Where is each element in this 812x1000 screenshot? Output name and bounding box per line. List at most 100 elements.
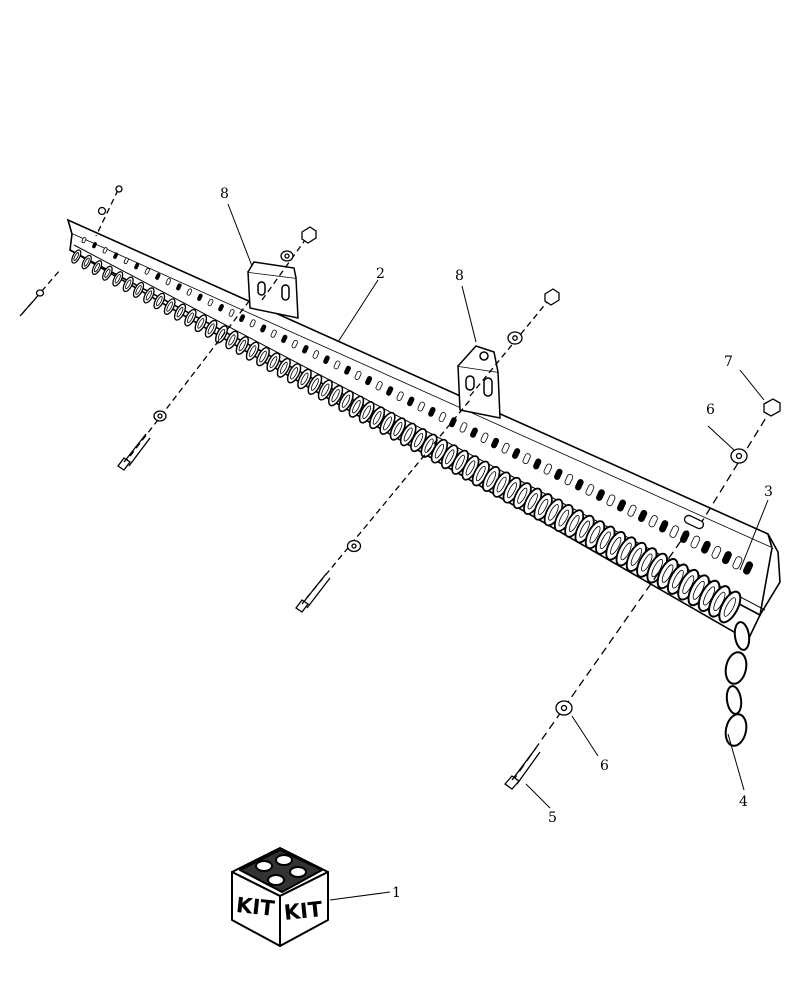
rail-slot [512,448,521,459]
callout-5: 5 [548,810,557,826]
rail-slot [197,293,203,301]
rail-slot [480,432,489,443]
chain-link-hole [475,465,486,482]
chain-link-hole [455,454,465,470]
rail-slot [396,391,404,401]
bolt-top-left [95,185,123,237]
bracket-right [457,345,501,419]
chain-link-hole [672,569,684,589]
rail-slot [81,237,87,244]
rail-slot [564,473,574,486]
leader-2 [337,279,379,343]
rail-slot [659,520,669,533]
rail-slot [616,499,627,512]
leader-7 [739,369,765,401]
callout-4: 4 [739,794,748,810]
rail-slot [638,509,648,522]
rail-slot [438,412,447,422]
rail-slot [270,329,277,338]
rail-slot [543,463,553,475]
callout-3: 3 [764,484,773,500]
rail-slot [281,334,288,344]
rail-slot [218,303,224,312]
rail-slot [176,283,182,291]
chain-link-hole [465,460,476,476]
chain-link-hole [599,531,611,549]
rail-slot [575,479,584,491]
rail-slot [207,298,214,307]
rail-slot [732,556,743,570]
chain-link-hole [279,361,288,374]
rail-slot [428,406,436,417]
rail-slot [228,309,235,317]
angle-rail [66,218,781,641]
callout-8-left: 8 [220,186,229,202]
bracket-left [247,261,299,319]
end-hanging-chain [724,621,751,747]
kit-label-right: KIT [283,897,324,925]
chain-link-hole [83,257,90,267]
end-chain-link [724,713,748,747]
chain-link-hole [558,509,570,527]
chain-link-hole [723,597,736,617]
chain-link-hole [651,559,663,578]
rail-slot [155,273,161,280]
callout-6-upper: 6 [706,402,715,418]
chain-link-hole [362,405,372,420]
chain-link-hole [630,547,643,566]
chain-link-hole [166,301,174,312]
chain-link-hole [207,323,215,335]
rail-slot [690,535,701,549]
rail-slot [606,494,616,507]
bolt-mid-left [19,269,61,317]
leader-1 [329,891,391,901]
rail-slots [81,237,754,575]
chain-link-hole [579,520,590,538]
rail-slot [700,540,711,554]
callout-labels: 1 2 3 4 5 6 6 7 8 8 [220,186,773,901]
rail-slot [627,504,637,517]
chain-link-hole [135,285,142,295]
chain-link-hole [589,526,601,544]
chain-link-hole [393,421,403,437]
rail-slot [102,247,108,254]
rail-slot [260,324,267,333]
chain-link-hole [176,306,184,318]
chain-link-hole [269,356,278,369]
bolt-bracket-right [295,399,471,613]
chain-link-hole [517,487,528,504]
chain-link-hole [383,416,392,431]
rail-slot [113,252,119,259]
rail-slot [417,401,426,412]
chain-link-hole [300,372,309,386]
chain-link-hole [537,498,549,516]
nut-right-end [697,398,781,529]
chain-link-hole [114,274,121,284]
rail-slot [365,376,373,386]
leader-6a [707,425,735,451]
chain-link-hole [568,515,580,532]
end-chain-link [733,621,751,651]
rail-slot [375,381,383,391]
chain-link-hole [506,482,518,499]
rail-slot [333,360,341,370]
chain-link-hole [352,400,361,414]
chain-link-hole [661,564,674,583]
rail-slot [312,350,320,359]
leader-8b [461,285,477,343]
nut-bracket-right [469,288,560,397]
rail-slot [186,288,193,296]
chain-link-hole [486,471,497,487]
rail-slot [501,442,510,454]
leader-lines [227,203,769,901]
rail-slot [354,370,362,380]
rail-slot [239,314,246,323]
rail-slot [470,427,478,438]
chain-link-hole [156,295,163,307]
rail-slot [249,319,256,328]
rail-slot [134,262,140,270]
callout-2: 2 [376,266,385,282]
rail-slot [302,345,309,354]
